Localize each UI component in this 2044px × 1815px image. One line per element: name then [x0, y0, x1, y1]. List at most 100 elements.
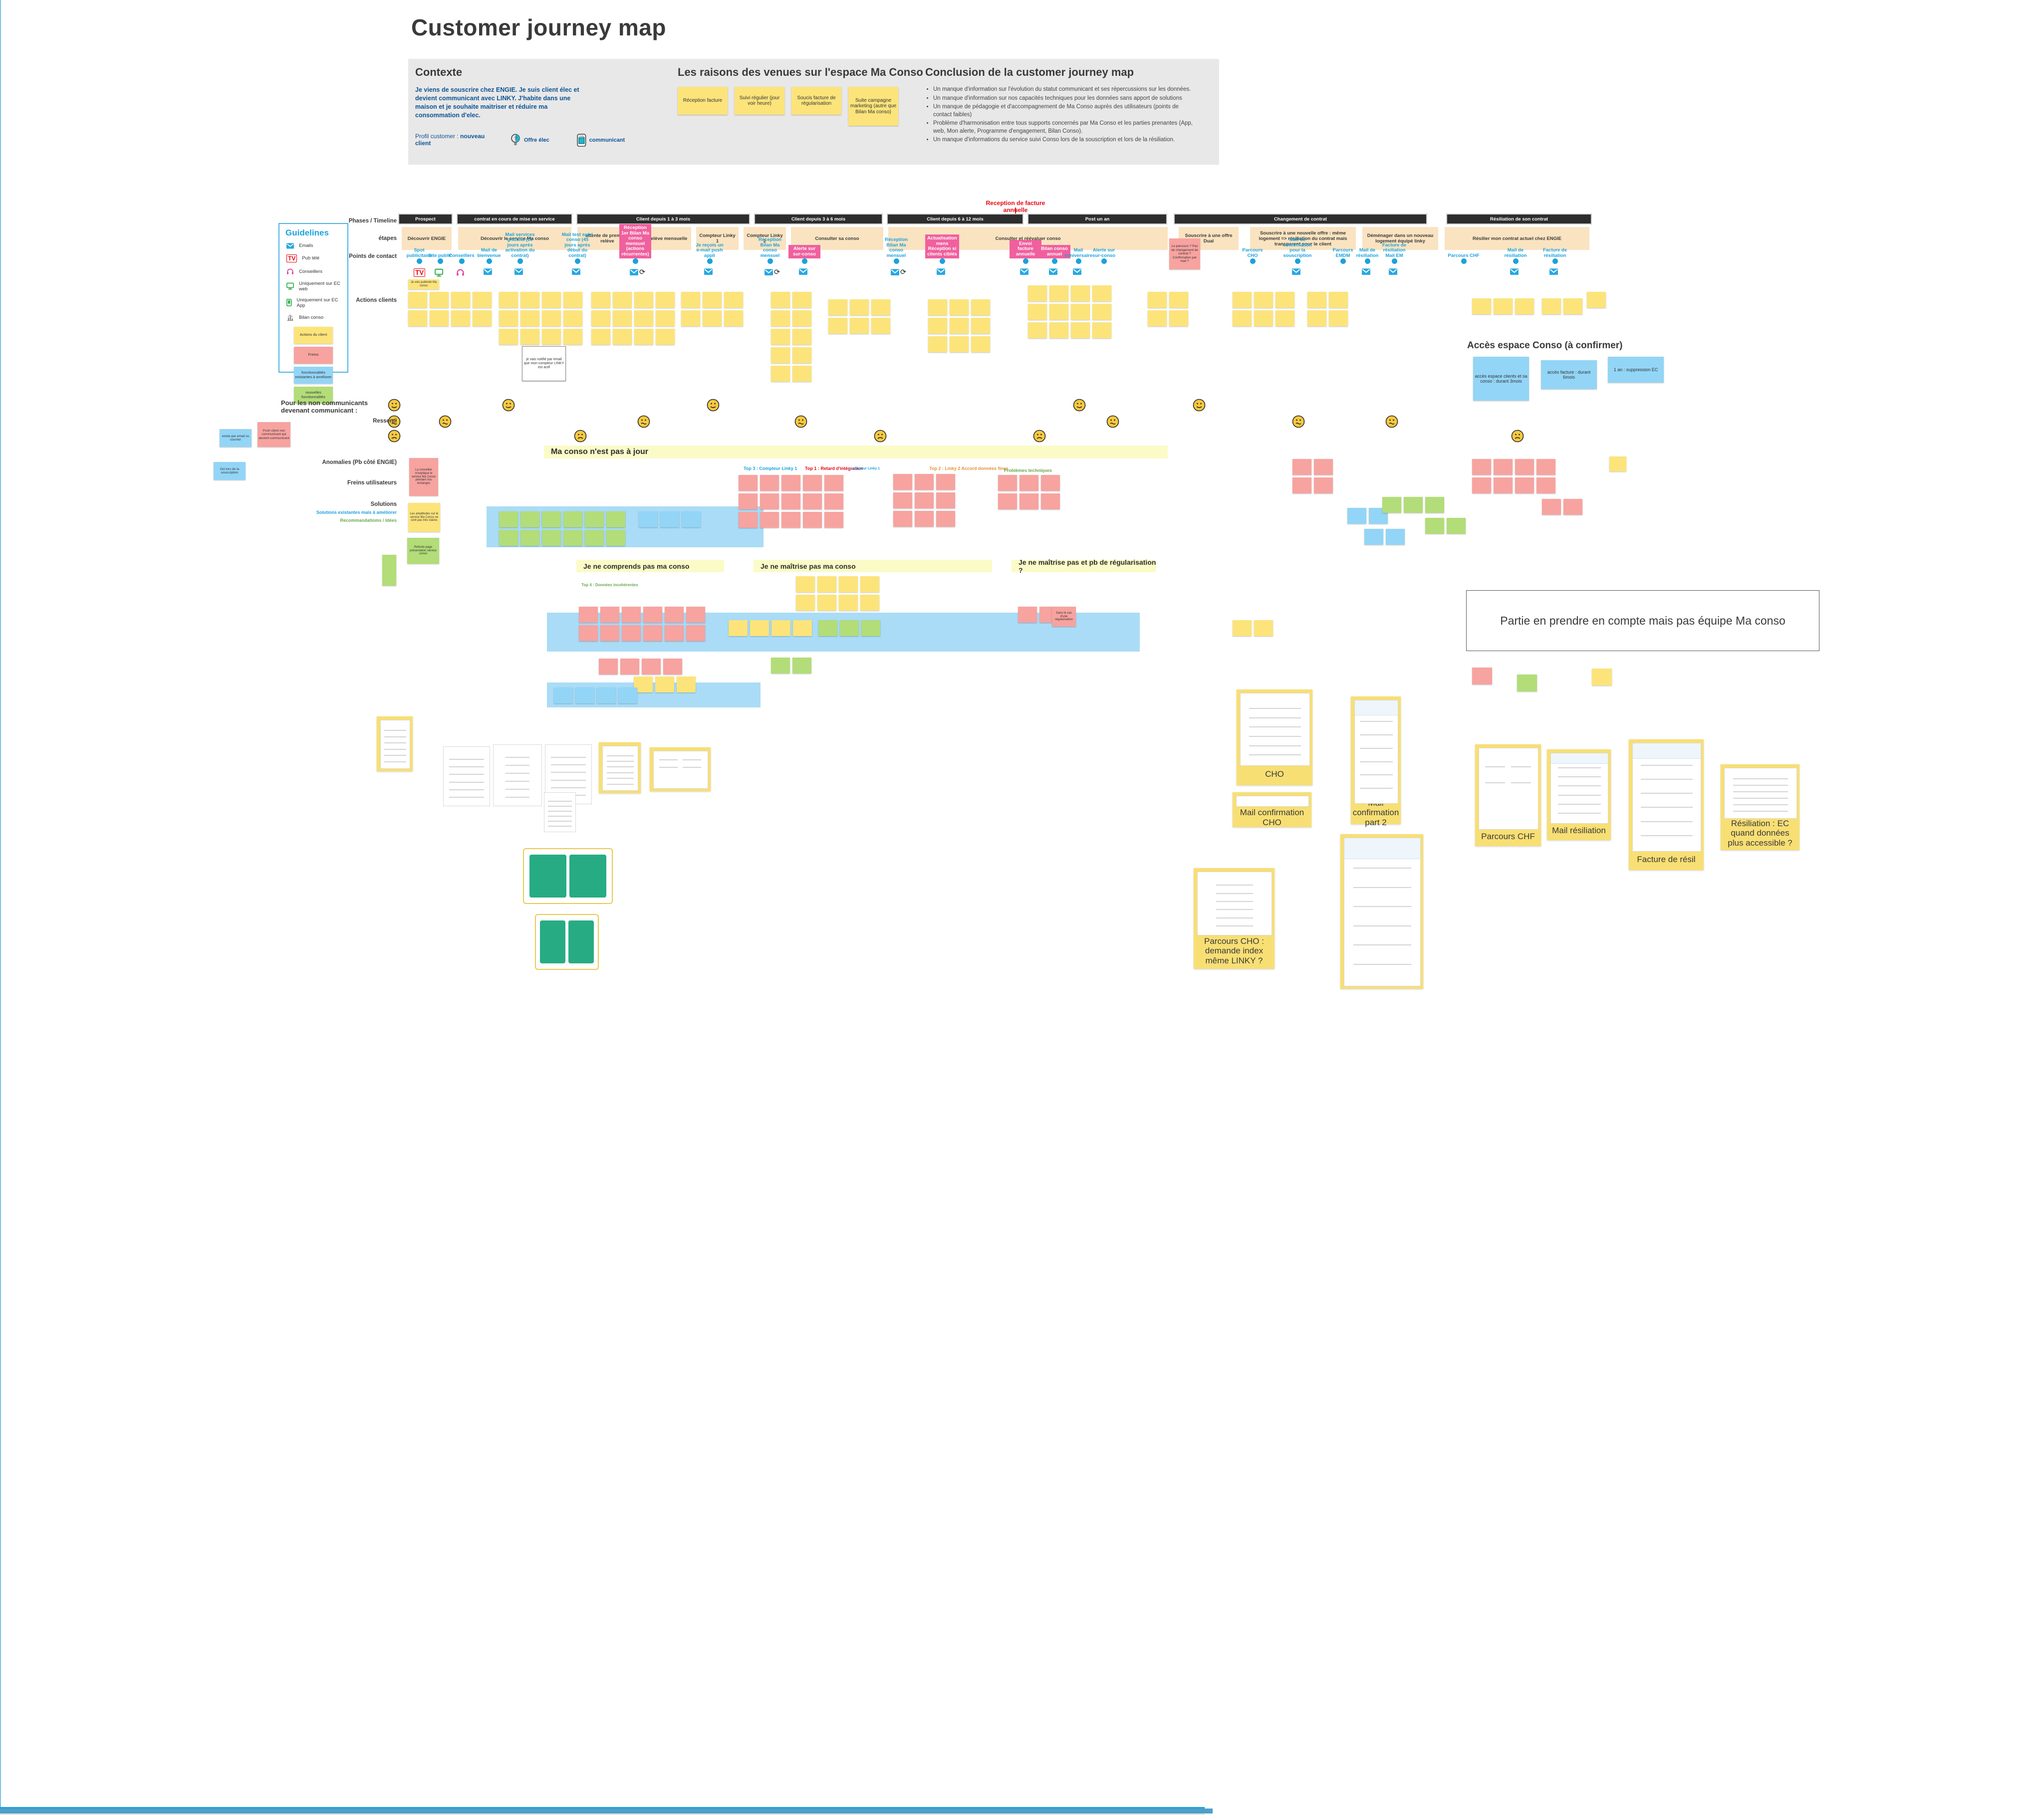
sticky-note-yellow[interactable]	[793, 620, 812, 636]
sticky-note-yellow[interactable]	[1254, 310, 1273, 326]
sticky-note-yellow[interactable]	[1028, 285, 1047, 301]
banner[interactable]: Je ne maîtrise pas et pb de régularisati…	[1012, 558, 1156, 574]
touchpoint-sticky[interactable]: Le parcours ? Pas de changement de contr…	[1169, 238, 1200, 269]
sticky-note-green[interactable]	[771, 658, 790, 674]
note-box-ma-conso[interactable]: Partie en prendre en compte mais pas équ…	[1466, 590, 1819, 651]
sticky-note-pink[interactable]	[665, 625, 684, 641]
emotion-sad-icon[interactable]	[1511, 430, 1524, 445]
sticky-note-yellow[interactable]	[817, 576, 836, 592]
sticky-note-yellow[interactable]	[729, 620, 748, 636]
emotion-neutral-icon[interactable]	[1106, 415, 1119, 431]
sticky-note-yellow[interactable]	[950, 336, 969, 352]
sticky-note-yellow[interactable]	[1233, 292, 1252, 308]
screenshot-card[interactable]: Mail confirmation part 2	[1351, 696, 1401, 827]
sticky-note-pink[interactable]	[1292, 477, 1311, 493]
sticky-note-pink[interactable]	[1472, 477, 1491, 493]
sticky-note-pink[interactable]	[1020, 493, 1038, 509]
touchpoint-dot[interactable]	[894, 258, 899, 264]
touchpoint-label[interactable]: Facture de résiliation	[1542, 247, 1567, 258]
sticky-note-pink[interactable]	[893, 511, 912, 527]
touchpoint-dot[interactable]	[1295, 258, 1300, 264]
touchpoint-label[interactable]: Mail anniversaire	[1064, 247, 1092, 258]
touchpoint-dot[interactable]	[1101, 258, 1107, 264]
screenshot-card[interactable]: Résiliation : EC quand données plus acce…	[1721, 764, 1799, 850]
touchpoint-label[interactable]: Bilan conso annuel	[1038, 245, 1070, 258]
sticky-note-yellow[interactable]	[1472, 298, 1491, 314]
sticky-note-pink[interactable]	[1041, 493, 1060, 509]
sticky-note-pink[interactable]	[642, 659, 661, 675]
guideline-sticky-yellow[interactable]: Actions du client	[294, 326, 333, 344]
touchpoint-dot[interactable]	[1461, 258, 1467, 264]
emotion-neutral-icon[interactable]	[1292, 415, 1305, 431]
sticky-note-yellow[interactable]	[473, 292, 492, 308]
sticky-note-green[interactable]	[542, 530, 561, 546]
phase-bar[interactable]: Post un an	[1027, 214, 1167, 225]
sticky-note-yellow[interactable]	[860, 576, 879, 592]
sticky-note-green[interactable]	[606, 511, 625, 527]
sticky-note-yellow[interactable]	[792, 329, 811, 345]
sticky-note-yellow[interactable]	[771, 329, 790, 345]
guideline-sticky-pink[interactable]: Freins	[294, 346, 333, 364]
sticky-note-blue[interactable]	[682, 511, 701, 527]
emotion-happy-icon[interactable]	[1073, 399, 1086, 414]
sticky-note-yellow[interactable]	[871, 299, 890, 315]
touchpoint-label[interactable]: Mail services gratuits (10 jours après a…	[505, 231, 535, 258]
sticky-note[interactable]: La conseiller m'explique le service Ma C…	[409, 458, 438, 496]
sticky-note[interactable]: Oui lors de la souscription	[214, 462, 246, 480]
touchpoint-dot[interactable]	[1392, 258, 1397, 264]
sticky-note-yellow[interactable]	[724, 292, 743, 308]
touchpoint-dot[interactable]	[1052, 258, 1057, 264]
guideline-sticky-green[interactable]: nouvelles fonctionnalités	[294, 386, 333, 404]
sticky-note-green[interactable]	[1382, 497, 1401, 513]
sticky-note-yellow[interactable]	[1092, 304, 1111, 320]
touchpoint-label[interactable]: Parcours CHO	[1242, 247, 1263, 258]
sticky-note[interactable]	[382, 555, 396, 586]
sticky-note-green[interactable]	[861, 620, 880, 636]
access-sticky[interactable]: accès facture : durant 6mois	[1541, 360, 1597, 389]
sticky-note-pink[interactable]	[1041, 475, 1060, 491]
touchpoint-label[interactable]: Alerte sur sur-conso	[1092, 247, 1115, 258]
sticky-note-pink[interactable]	[936, 474, 955, 490]
sticky-note-yellow[interactable]	[656, 329, 675, 345]
sticky-note[interactable]: Je vois publicité Ma conso	[408, 279, 439, 289]
screenshot-card[interactable]: Facture de résil	[1629, 739, 1704, 870]
sticky-note-green[interactable]	[563, 530, 582, 546]
emotion-neutral-icon[interactable]	[1385, 415, 1398, 431]
sticky-note-pink[interactable]	[663, 659, 682, 675]
sticky-note-green[interactable]	[520, 530, 539, 546]
step-bar[interactable]: Compteur Linky 2	[744, 227, 786, 250]
touchpoint-dot[interactable]	[633, 258, 638, 264]
sticky-note-yellow[interactable]	[792, 366, 811, 382]
sticky-note-yellow[interactable]	[1028, 304, 1047, 320]
sticky-note-pink[interactable]	[620, 659, 639, 675]
touchpoint-label[interactable]: Facture de résiliation Mail EM	[1382, 242, 1407, 258]
sticky-note-pink[interactable]	[1536, 459, 1555, 475]
touchpoint-label[interactable]: Mail de résiliation	[1504, 247, 1527, 258]
sticky-note-yellow[interactable]	[850, 299, 869, 315]
sticky-note-pink[interactable]	[998, 475, 1017, 491]
sticky-note-pink[interactable]	[781, 493, 800, 509]
sticky-note-yellow[interactable]	[796, 576, 815, 592]
raison-sticky[interactable]: Soucis facture de régularisation	[791, 87, 841, 115]
sticky-note-yellow[interactable]	[1092, 285, 1111, 301]
sticky-note-blue[interactable]	[660, 511, 679, 527]
touchpoint-dot[interactable]	[1513, 258, 1519, 264]
sticky-note-pink[interactable]	[803, 475, 822, 491]
sticky-note-yellow[interactable]	[1169, 310, 1188, 326]
sticky-note-yellow[interactable]	[677, 677, 696, 692]
sticky-note[interactable]: Dans le cas d'une régularisation	[1052, 607, 1076, 627]
touchpoint-dot[interactable]	[940, 258, 945, 264]
sticky-note[interactable]	[1609, 456, 1626, 471]
sticky-note-pink[interactable]	[824, 493, 843, 509]
screenshot-card[interactable]: Mail résiliation	[1547, 749, 1611, 840]
sticky-note-yellow[interactable]	[563, 310, 582, 326]
phase-bar[interactable]: Client depuis 1 à 3 mois	[576, 214, 750, 225]
sticky-note-pink[interactable]	[915, 492, 934, 508]
sticky-note-yellow[interactable]	[591, 329, 610, 345]
banner[interactable]: Ma conso n'est pas à jour	[544, 446, 1168, 458]
sticky-note[interactable]	[1517, 675, 1537, 691]
touchpoint-label[interactable]: Alerte sur sur-conso	[788, 245, 820, 258]
sticky-note-pink[interactable]	[686, 607, 705, 623]
sticky-note-yellow[interactable]	[928, 336, 947, 352]
phase-bar[interactable]: Client depuis 3 à 6 mois	[754, 214, 883, 225]
